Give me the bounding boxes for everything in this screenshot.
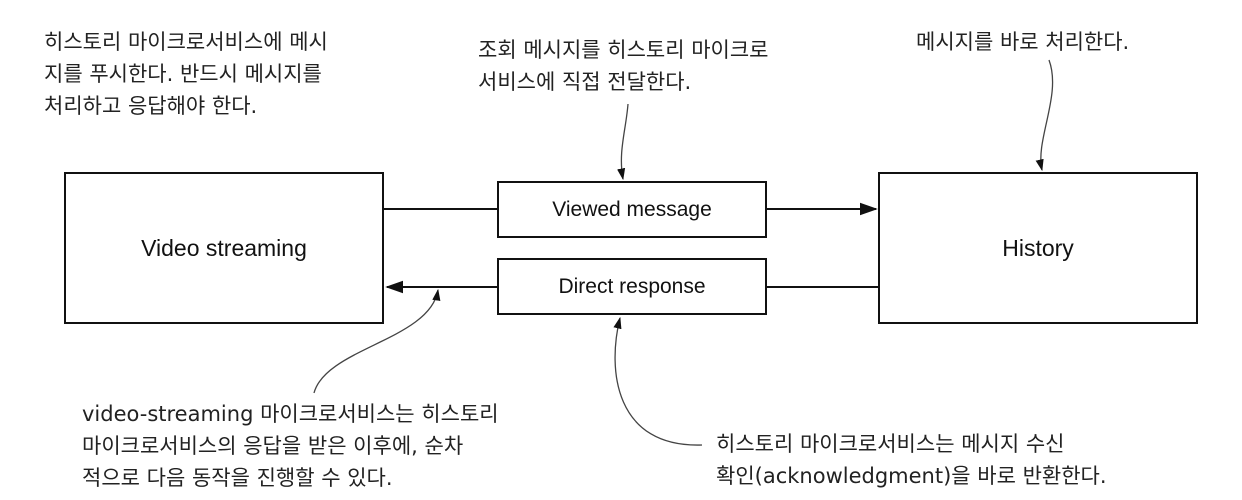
callout-top-center-arrow [617,103,629,181]
history-label: History [1002,234,1074,261]
note-top-right: 메시지를 바로 처리한다. [916,30,1130,54]
note-top-center: 조회 메시지를 히스토리 마이크로 서비스에 직접 전달한다. [478,38,769,94]
video-streaming-box: Video streaming [64,172,384,324]
video-streaming-label: Video streaming [141,234,307,261]
note-bottom-left: video-streaming 마이크로서비스는 히스토리 마이크로서비스의 응… [82,402,499,490]
viewed-message-label: Viewed message [552,197,712,221]
callout-bottom-left-arrow [313,288,441,394]
callout-bottom-right-arrow [613,316,703,446]
viewed-message-box: Viewed message [497,181,767,238]
direct-response-box: Direct response [497,258,767,315]
note-bottom-right: 히스토리 마이크로서비스는 메시지 수신 확인(acknowledgment)을… [716,432,1107,488]
history-box: History [878,172,1198,324]
callout-top-right-arrow [1035,59,1054,172]
note-top-left: 히스토리 마이크로서비스에 메시 지를 푸시한다. 반드시 메시지를 처리하고 … [44,30,328,118]
direct-response-label: Direct response [558,274,706,298]
